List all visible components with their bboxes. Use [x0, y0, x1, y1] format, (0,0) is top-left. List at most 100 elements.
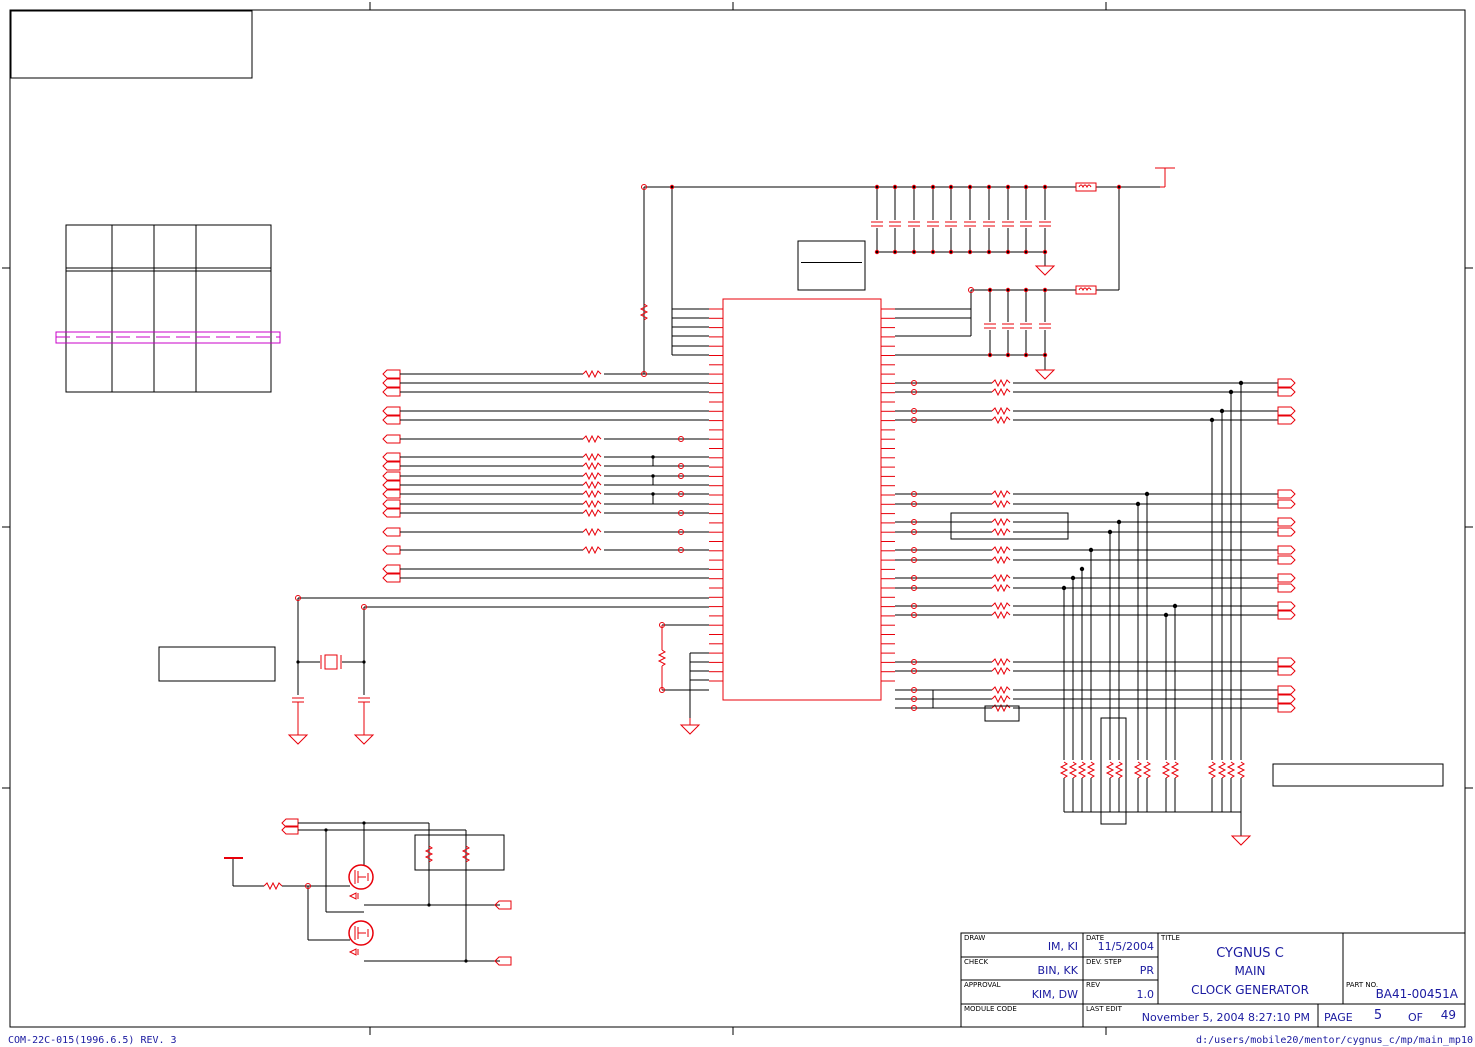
off-page-connector [382, 434, 401, 444]
test-point [678, 473, 684, 479]
termination-resistor [1217, 761, 1227, 779]
series-resistor [991, 489, 1011, 499]
series-resistor [991, 573, 1011, 583]
decoupling-capacitors [639, 184, 1122, 380]
series-resistor [582, 461, 602, 471]
termination-resistor [1086, 761, 1096, 779]
pullup-resistor [639, 303, 649, 321]
junction-dot [874, 249, 880, 255]
test-point [911, 585, 917, 591]
termination-resistor [1226, 761, 1236, 779]
off-page-connector [1277, 583, 1296, 593]
rev-label: REV [1086, 981, 1100, 989]
junction-dot [1042, 287, 1048, 293]
termination-resistor [1059, 761, 1069, 779]
junction-dot [1005, 249, 1011, 255]
vcc-symbol [1155, 167, 1175, 188]
series-resistor [991, 527, 1011, 537]
small-note-box [984, 705, 1020, 722]
test-point [911, 575, 917, 581]
junction-dot [911, 184, 917, 190]
series-resistor [582, 508, 602, 518]
title-label: TITLE [1160, 934, 1180, 942]
off-page-connector [382, 527, 401, 537]
junction-dot [874, 184, 880, 190]
junction-dot [1042, 249, 1048, 255]
test-point [678, 436, 684, 442]
junction-dot [1023, 184, 1029, 190]
test-point [911, 687, 917, 693]
title-line-3: CLOCK GENERATOR [1191, 983, 1309, 997]
crystal-note-box [158, 646, 276, 682]
junction-dot [1116, 519, 1122, 525]
termination-resistor [1161, 761, 1171, 779]
junction-dot [986, 249, 992, 255]
junction-dot [1042, 184, 1048, 190]
series-resistor [991, 583, 1011, 593]
junction-dot [1070, 575, 1076, 581]
title-line-2: MAIN [1234, 964, 1265, 978]
strap-section [657, 622, 709, 735]
series-resistor [991, 657, 1011, 667]
junction-dot [1144, 491, 1150, 497]
note-box-inner [801, 262, 862, 263]
test-point [911, 529, 917, 535]
junction-dot [1023, 352, 1029, 358]
rev-value: 1.0 [1137, 988, 1155, 1001]
off-page-connector [382, 508, 401, 518]
junction-dot [1228, 389, 1234, 395]
off-page-connector [1277, 545, 1296, 555]
draw-label: DRAW [964, 934, 985, 942]
title-block [960, 932, 1466, 1028]
off-page-connector [382, 471, 401, 481]
off-page-connector [382, 564, 401, 574]
termination-resistor [1077, 761, 1087, 779]
junction-dot [1042, 352, 1048, 358]
off-page-connector [382, 545, 401, 555]
date-label: DATE [1086, 934, 1104, 942]
note-box [797, 240, 866, 291]
test-point [911, 603, 917, 609]
approval-label: APPROVAL [964, 981, 1001, 989]
termination-resistor [1236, 761, 1246, 779]
junction-dot [1209, 417, 1215, 423]
off-page-connector [1277, 610, 1296, 620]
junction-dot [651, 455, 655, 459]
title-block-text: DRAW IM, KI CHECK BIN, KK APPROVAL KIM, … [964, 934, 1459, 1024]
series-resistor [991, 555, 1011, 565]
junction-dot [948, 184, 954, 190]
test-point [678, 510, 684, 516]
termination-resistor [1068, 761, 1078, 779]
series-resistor [991, 601, 1011, 611]
part-no-label: PART NO. [1346, 981, 1378, 989]
clock-generator-ic [722, 298, 882, 701]
revision-highlight [55, 331, 281, 344]
off-page-connector [382, 499, 401, 509]
off-page-connector [1277, 555, 1296, 565]
junction-dot [1219, 408, 1225, 414]
series-resistor [582, 452, 602, 462]
series-resistor [991, 406, 1011, 416]
junction-dot [967, 249, 973, 255]
off-page-connector [1277, 703, 1296, 713]
part-no-value: BA41-00451A [1376, 987, 1459, 1001]
series-resistor-box [950, 512, 1069, 540]
of-value: 49 [1441, 1008, 1456, 1022]
junction-dot [1005, 287, 1011, 293]
test-point [641, 184, 647, 190]
of-label: OF [1408, 1011, 1423, 1024]
junction-dot [669, 184, 675, 190]
left-input-signals [382, 369, 709, 583]
test-point [911, 705, 917, 711]
off-page-connector [382, 489, 401, 499]
series-resistor [582, 545, 602, 555]
form-code: COM-22C-015(1996.6.5) REV. 3 [8, 1035, 177, 1046]
junction-dot [892, 249, 898, 255]
junction-dot [1023, 287, 1029, 293]
off-page-connector [382, 378, 401, 388]
series-resistor [991, 666, 1011, 676]
junction-dot [1238, 380, 1244, 386]
test-point [641, 371, 647, 377]
off-page-connector [1277, 378, 1296, 388]
series-resistor [991, 703, 1011, 713]
